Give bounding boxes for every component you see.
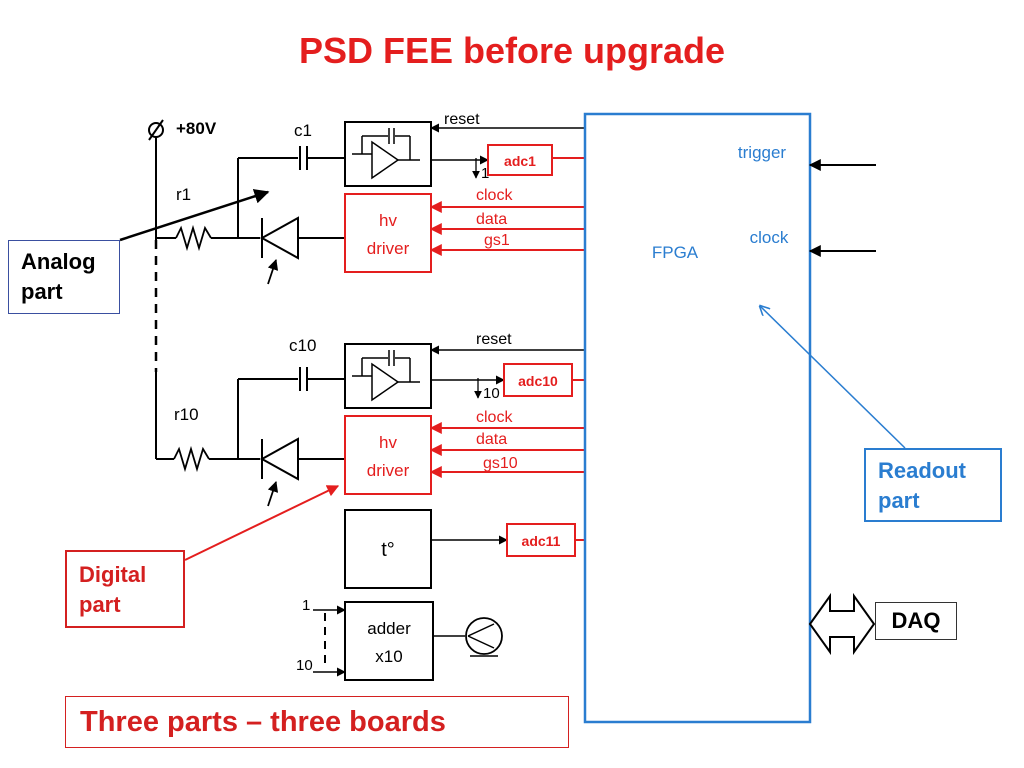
temp-label: t° bbox=[381, 539, 395, 561]
slide-title: PSD FEE before upgrade bbox=[298, 30, 726, 71]
gs10-label: gs10 bbox=[483, 455, 518, 472]
temperature-sensor-box: t° bbox=[344, 509, 432, 589]
readout-line1: Readout bbox=[878, 458, 966, 483]
preamp-10 bbox=[344, 343, 432, 409]
photodiode-1 bbox=[259, 216, 345, 285]
readout-line2: part bbox=[878, 488, 920, 513]
hv-label-10: hv bbox=[379, 433, 397, 452]
c1-label: c1 bbox=[294, 121, 312, 140]
three-parts-caption: Three parts – three boards bbox=[65, 696, 569, 748]
clock-right-label: clock bbox=[750, 228, 789, 247]
digital-line1: Digital bbox=[79, 562, 147, 587]
c10-label: c10 bbox=[289, 336, 316, 355]
hv-driver-1: hv driver bbox=[344, 193, 432, 273]
clock-label-1: clock bbox=[476, 187, 513, 204]
adder-in-10-label: 10 bbox=[296, 657, 313, 674]
adc11-box: adc11 bbox=[506, 523, 576, 557]
x10-label: x10 bbox=[375, 647, 402, 666]
preamp-1 bbox=[344, 121, 432, 187]
capacitor-c1 bbox=[299, 146, 308, 170]
reset-top-label: reset bbox=[444, 111, 480, 128]
trigger-label: trigger bbox=[738, 143, 787, 162]
adc10-box: adc10 bbox=[503, 363, 573, 397]
output-connector-symbol bbox=[465, 617, 503, 657]
adc11-label: adc11 bbox=[522, 533, 561, 549]
analog-line2: part bbox=[21, 279, 63, 304]
analog-part-callout: Analog part bbox=[8, 240, 120, 314]
r1-label: r1 bbox=[176, 185, 191, 204]
adder-label: adder bbox=[367, 619, 411, 638]
output-10-label: 10 bbox=[483, 385, 500, 402]
analog-pointer-arrow bbox=[119, 189, 270, 242]
clock-label-10: clock bbox=[476, 409, 513, 426]
readout-pointer-arrow bbox=[760, 306, 906, 449]
driver-label-1: driver bbox=[367, 239, 410, 258]
adc10-label: adc10 bbox=[518, 373, 558, 389]
daq-box: DAQ bbox=[875, 602, 957, 640]
output-1-label: 1 bbox=[481, 165, 489, 182]
digital-line2: part bbox=[79, 592, 121, 617]
resistor-r1 bbox=[175, 224, 212, 252]
adc1-label: adc1 bbox=[504, 153, 536, 169]
data-label-1: data bbox=[476, 211, 507, 228]
daq-double-arrow bbox=[808, 592, 876, 656]
photodiode-10 bbox=[259, 437, 345, 507]
gs1-label: gs1 bbox=[484, 232, 510, 249]
data-label-10: data bbox=[476, 431, 507, 448]
reset-bottom-label: reset bbox=[476, 331, 512, 348]
r10-label: r10 bbox=[174, 405, 199, 424]
adder-box: adder x10 bbox=[344, 601, 434, 681]
adc1-box: adc1 bbox=[487, 144, 553, 176]
hv-driver-10: hv driver bbox=[344, 415, 432, 495]
fpga-box bbox=[583, 112, 812, 724]
resistor-r10 bbox=[173, 445, 210, 473]
readout-part-callout: Readout part bbox=[864, 448, 1002, 522]
capacitor-c10 bbox=[299, 367, 308, 391]
digital-pointer-arrow bbox=[184, 485, 340, 561]
digital-part-callout: Digital part bbox=[65, 550, 185, 628]
analog-line1: Analog bbox=[21, 249, 96, 274]
driver-label-10: driver bbox=[367, 461, 410, 480]
voltage-label: +80V bbox=[176, 119, 217, 138]
hv-label-1: hv bbox=[379, 211, 397, 230]
adder-in-1-label: 1 bbox=[302, 597, 310, 614]
fpga-label: FPGA bbox=[652, 243, 699, 262]
